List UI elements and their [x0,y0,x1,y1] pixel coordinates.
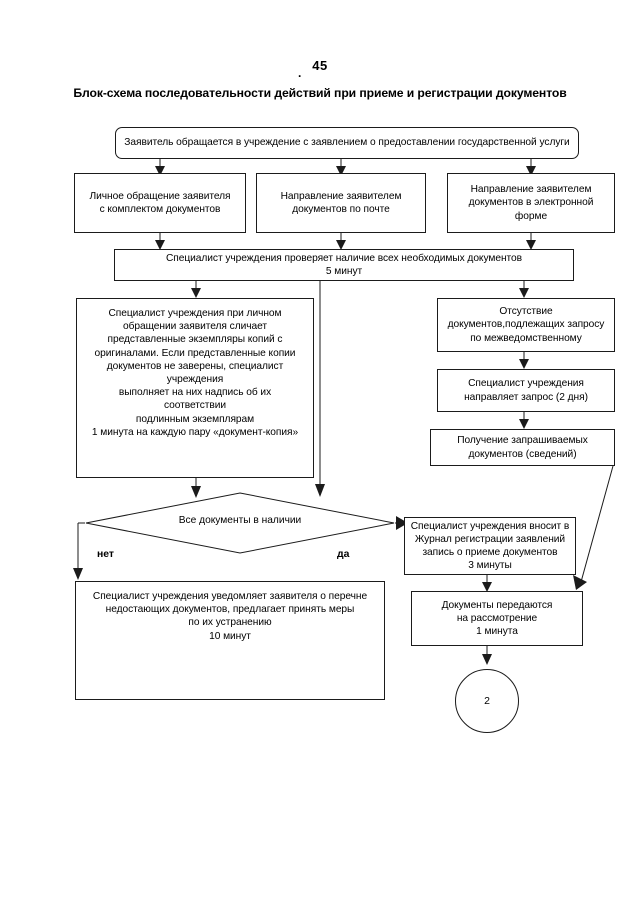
node-text: Специалист учреждения проверяет наличие … [165,252,523,277]
node-copy-verification: Специалист учреждения при личном обращен… [76,298,314,478]
node-applicant-request: Заявитель обращается в учреждение с заяв… [115,127,579,159]
node-off-page-connector-2: 2 [455,669,519,733]
node-text: Заявитель обращается в учреждение с заяв… [124,137,570,149]
node-text: Получение запрашиваемых документов (свед… [457,435,588,460]
node-all-documents-present: Все документы в наличии [85,492,395,555]
node-check-documents: Специалист учреждения проверяет наличие … [114,249,574,281]
node-text: Отсутствие документов,подлежащих запросу… [447,306,605,344]
branch-label-yes: да [337,549,350,560]
node-by-mail: Направление заявителем документов по поч… [256,173,426,233]
node-register-entry: Специалист учреждения вносит в Журнал ре… [404,517,576,575]
node-send-request: Специалист учреждения направляет запрос … [437,369,615,412]
diamond-shape [85,492,395,554]
node-text: Специалист учреждения уведомляет заявите… [92,591,368,642]
node-text: Документы передаются на рассмотрение 1 м… [441,599,553,638]
page-number-value: 45 [312,58,328,73]
diamond-label: Все документы в наличии [178,515,302,526]
node-text: Специалист учреждения вносит в Журнал ре… [410,520,570,572]
node-personal-visit: Личное обращение заявителя с комплектом … [74,173,246,233]
connector-label: 2 [484,695,490,707]
stray-dot-mark: . [298,66,302,80]
node-text: Личное обращение заявителя с комплектом … [89,190,231,215]
node-text: Направление заявителем документов в элек… [468,184,594,222]
node-receive-requested-docs: Получение запрашиваемых документов (свед… [430,429,615,466]
page-title: Блок-схема последовательности действий п… [73,86,567,100]
node-electronic-form: Направление заявителем документов в элек… [447,173,615,233]
branch-label-no: нет [97,549,115,560]
page-number: . 45 [0,58,640,80]
node-text: Направление заявителем документов по поч… [280,190,402,215]
node-notify-applicant: Специалист учреждения уведомляет заявите… [75,581,385,700]
node-text: Специалист учреждения при личном обращен… [91,308,299,438]
node-forward-documents: Документы передаются на рассмотрение 1 м… [411,591,583,646]
node-missing-interagency-docs: Отсутствие документов,подлежащих запросу… [437,298,615,352]
node-text: Специалист учреждения направляет запрос … [464,378,588,403]
